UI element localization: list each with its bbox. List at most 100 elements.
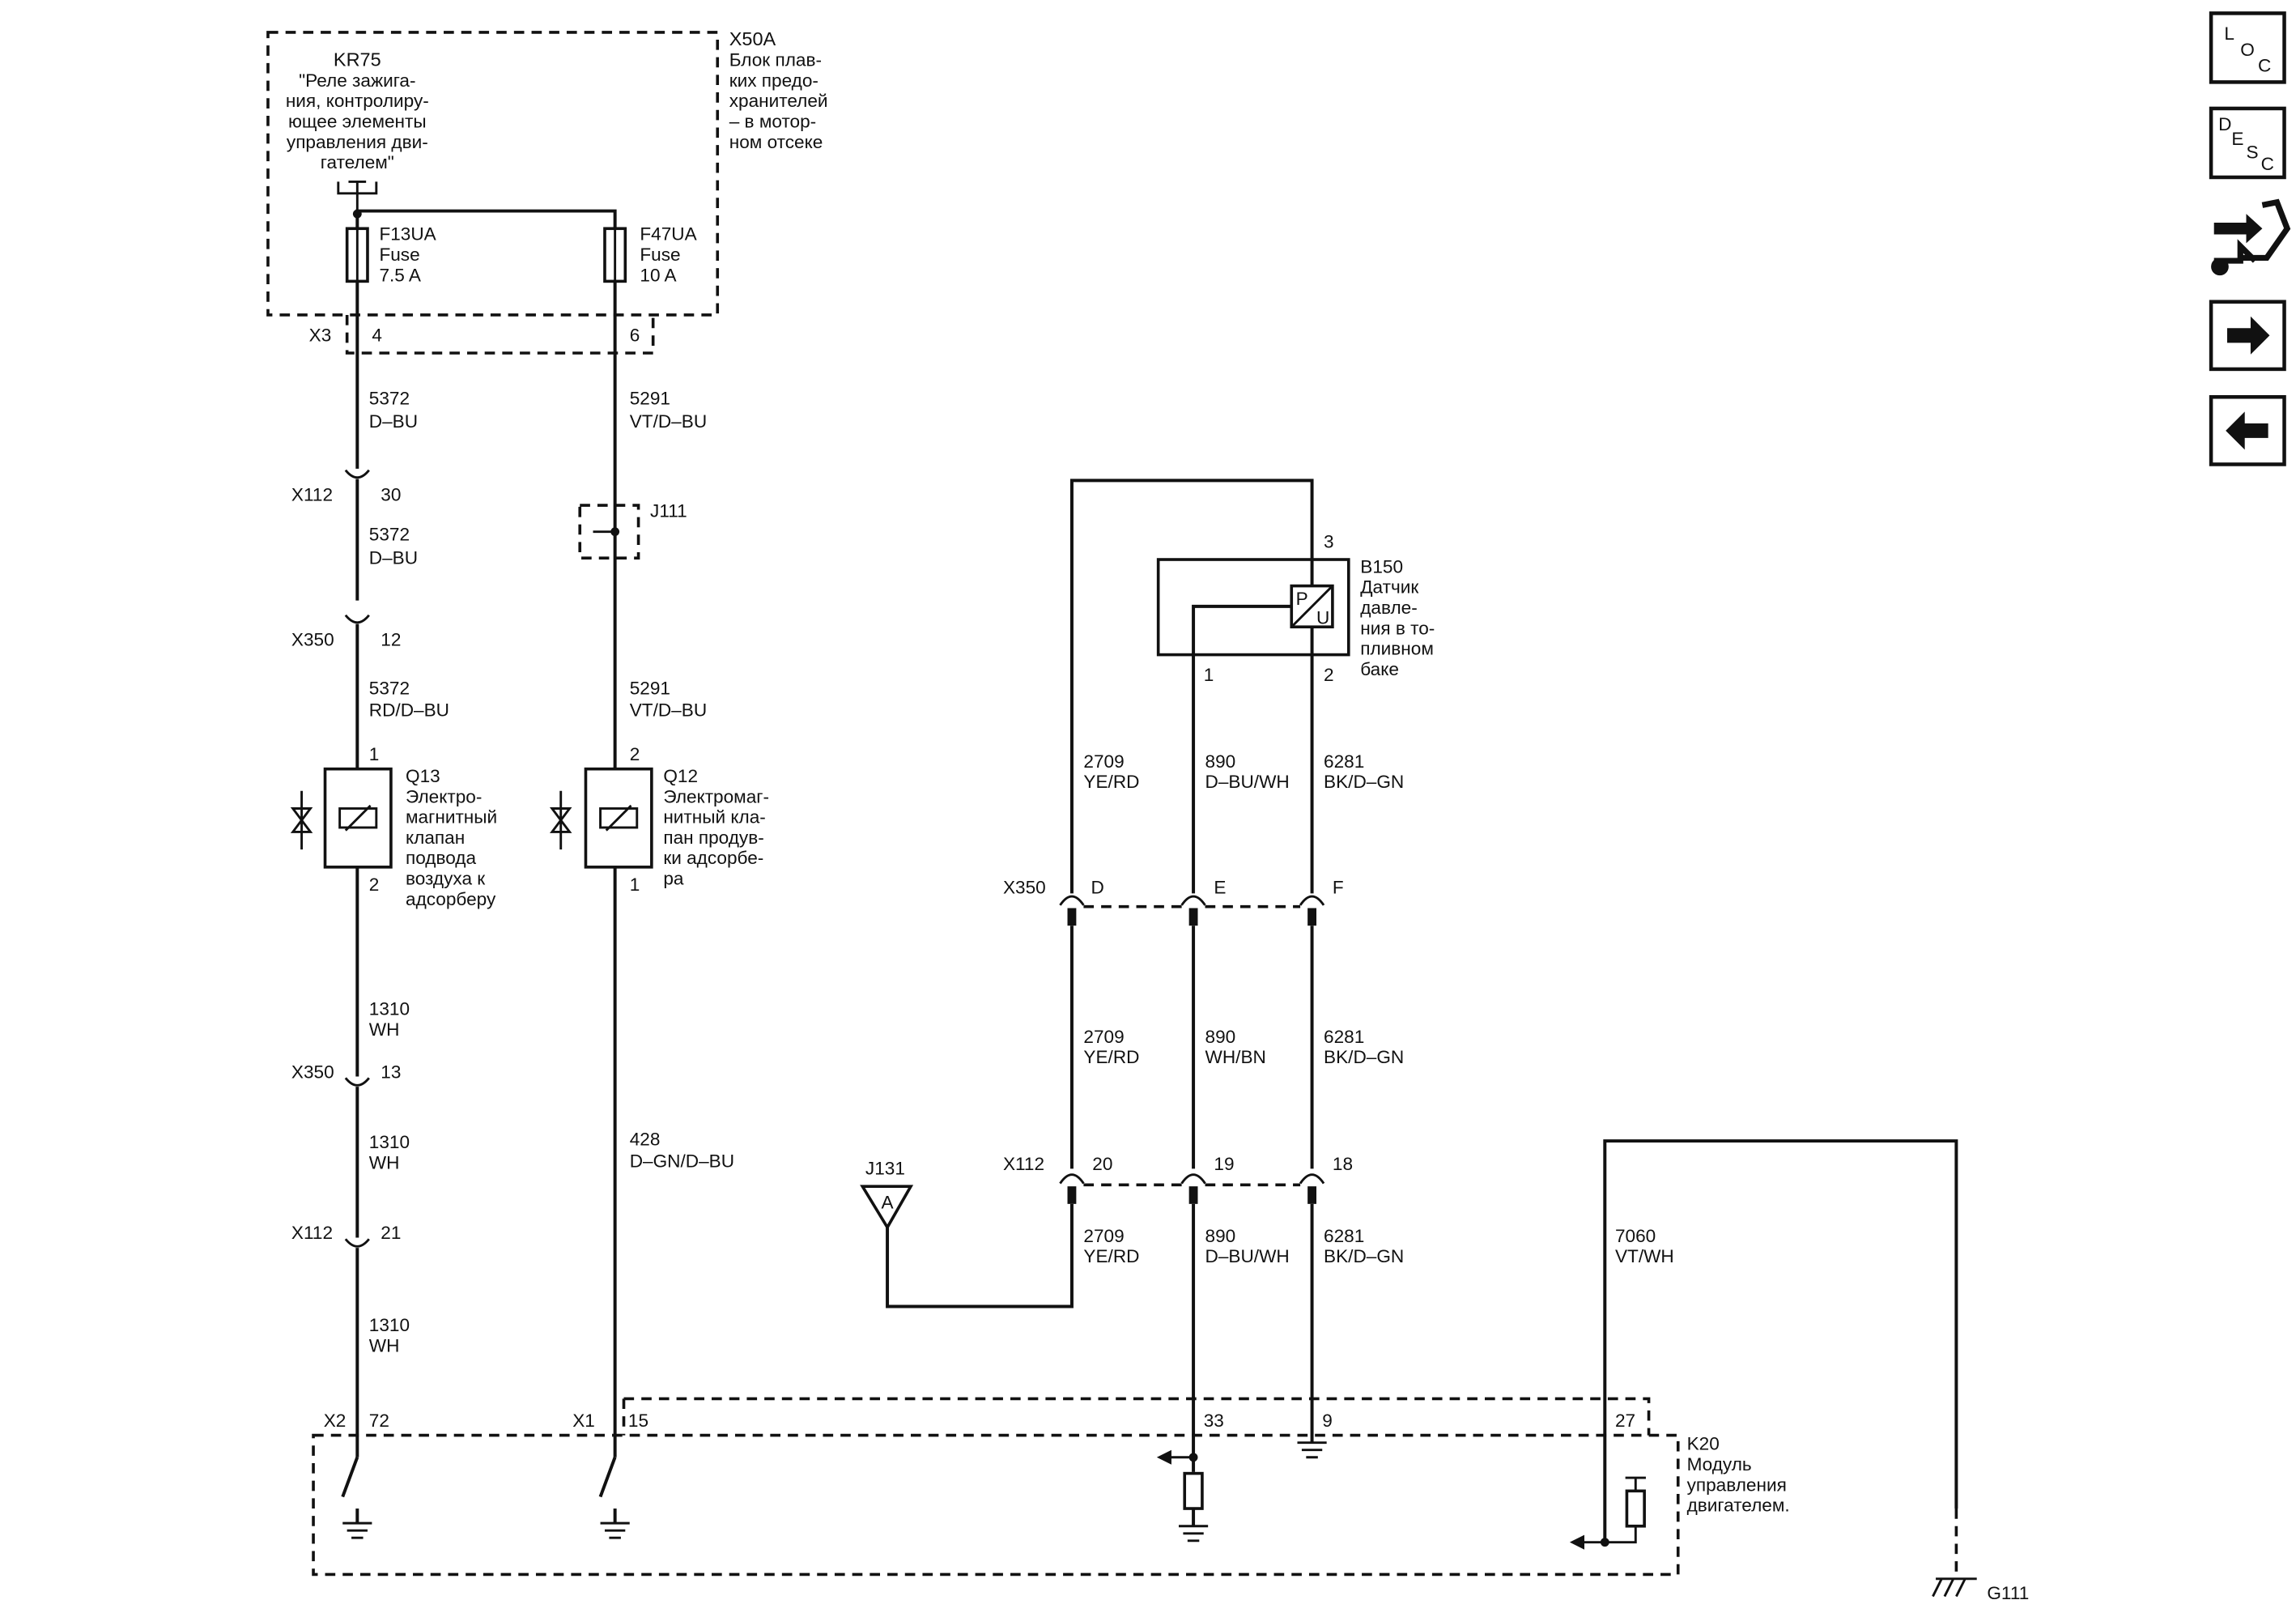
ecm-desc-line: Модуль bbox=[1687, 1454, 1752, 1474]
sensor-pin: 2 bbox=[1324, 665, 1334, 685]
connector-pin: E bbox=[1214, 877, 1226, 897]
relay-desc-line: ющее элементы bbox=[288, 111, 427, 131]
ecm-desc-line: двигателем. bbox=[1687, 1496, 1790, 1516]
splice-letter: A bbox=[882, 1192, 895, 1212]
connector-id: X112 bbox=[291, 1223, 333, 1243]
loc-letter: O bbox=[2240, 40, 2255, 60]
connector-pin: 13 bbox=[381, 1062, 401, 1082]
connector-pin: 20 bbox=[1092, 1154, 1112, 1174]
wire-number: 6281 bbox=[1324, 1226, 1364, 1246]
connector-pin: 9 bbox=[1322, 1411, 1333, 1431]
fuse-id: F47UA bbox=[640, 224, 697, 245]
valve-desc-line: ки адсорбе- bbox=[663, 848, 763, 868]
wire-color: WH bbox=[369, 1152, 400, 1172]
desc-letter: E bbox=[2231, 129, 2243, 149]
fuse-block-desc-line: ких предо- bbox=[729, 70, 818, 91]
sensor-id: B150 bbox=[1360, 556, 1403, 577]
wire-number: 1310 bbox=[369, 1132, 410, 1152]
connector-id: X3 bbox=[309, 326, 332, 346]
loc-letter: L bbox=[2224, 23, 2234, 44]
ground-id: G111 bbox=[1987, 1583, 2029, 1603]
wire-number: 5372 bbox=[369, 388, 410, 408]
valve-pin: 1 bbox=[630, 874, 640, 895]
wire-color: D–BU bbox=[369, 411, 418, 432]
valve-desc-line: магнитный bbox=[406, 807, 497, 828]
sensor-u-label: U bbox=[1316, 608, 1329, 628]
valve-desc-line: клапан bbox=[406, 828, 465, 848]
wire-color: D–GN/D–BU bbox=[630, 1151, 734, 1172]
fuse-id: F13UA bbox=[379, 224, 436, 245]
valve-desc-line: воздуха к bbox=[406, 869, 485, 889]
desc-letter: D bbox=[2218, 114, 2231, 134]
connector-pin: F bbox=[1333, 877, 1344, 897]
ecm-id: K20 bbox=[1687, 1434, 1720, 1454]
fuse-f13ua: F13UA Fuse 7.5 A bbox=[345, 224, 437, 285]
ecm-desc-line: управления bbox=[1687, 1474, 1787, 1495]
wire-number: 6281 bbox=[1324, 751, 1364, 772]
sensor-pin: 1 bbox=[1204, 665, 1214, 685]
wire-color: D–BU bbox=[369, 547, 418, 568]
desc-button[interactable]: D E S C bbox=[2209, 106, 2286, 180]
prev-arrow-button[interactable] bbox=[2209, 395, 2286, 466]
wire-color: BK/D–GN bbox=[1324, 1047, 1404, 1067]
valve-desc-line: подвода bbox=[406, 848, 476, 868]
wire-number: 2709 bbox=[1083, 1027, 1124, 1047]
connector-pin: 21 bbox=[381, 1223, 401, 1243]
wire-number: 5372 bbox=[369, 678, 410, 698]
wire-color: WH bbox=[369, 1336, 400, 1356]
fuse-block-id: X50A bbox=[729, 28, 776, 49]
relay-desc-line: ния, контролиру- bbox=[286, 91, 429, 111]
valve-desc-line: ра bbox=[663, 869, 684, 889]
wire-number: 7060 bbox=[1615, 1226, 1656, 1246]
wire-number: 1310 bbox=[369, 999, 410, 1019]
sensor-pin: 3 bbox=[1324, 532, 1334, 552]
wire-color: YE/RD bbox=[1083, 1047, 1139, 1067]
sensor-desc-line: давле- bbox=[1360, 598, 1418, 618]
valve-q12: 2 1 Q12 Электромаг- нитный кла- пан прод… bbox=[549, 744, 769, 895]
wire-color: YE/RD bbox=[1083, 1246, 1139, 1266]
relay-id: KR75 bbox=[334, 49, 381, 70]
repair-tools-icon[interactable] bbox=[2211, 198, 2291, 276]
desc-letter: S bbox=[2247, 142, 2259, 162]
sensor-p-label: P bbox=[1296, 589, 1308, 609]
ground-g111: G111 bbox=[1932, 1577, 2029, 1603]
arrow-left-icon bbox=[2226, 411, 2268, 450]
sensor-desc-line: Датчик bbox=[1360, 577, 1418, 598]
splice-j131: J131 A bbox=[860, 1159, 1074, 1308]
next-arrow-button[interactable] bbox=[2209, 300, 2286, 372]
circuit-b150: 3 P U B150 Датчик давле- ния в то- пливн… bbox=[860, 479, 1435, 1543]
fuse-block-desc-line: хранителей bbox=[729, 91, 828, 111]
splice-j111: J111 bbox=[578, 501, 687, 560]
fuse-block-desc-line: Блок плав- bbox=[729, 50, 822, 70]
connector-pin: D bbox=[1091, 877, 1103, 897]
connector-x112-right: X112 20 19 18 bbox=[1003, 1154, 1353, 1204]
loc-button[interactable]: L O C bbox=[2209, 11, 2286, 84]
connector-id: X112 bbox=[1003, 1154, 1044, 1174]
wire-number: 5291 bbox=[630, 388, 670, 408]
connector-pin: 4 bbox=[372, 326, 382, 346]
valve-q13: 1 2 Q13 Электро- магнитный клапан подвод… bbox=[290, 744, 497, 909]
fuse-block-desc-line: ном отсеке bbox=[729, 132, 823, 152]
wire-color: BK/D–GN bbox=[1324, 1246, 1404, 1266]
valve-desc-line: адсорберу bbox=[406, 889, 496, 909]
wire-color: VT/WH bbox=[1615, 1246, 1674, 1266]
connector-pin: 33 bbox=[1204, 1411, 1224, 1431]
sensor-desc-line: баке bbox=[1360, 659, 1399, 679]
valve-desc-line: Электромаг- bbox=[663, 786, 769, 806]
relay-desc-line: гателем" bbox=[321, 152, 394, 172]
wire-number: 5291 bbox=[630, 678, 670, 698]
circuit-7060: 7060 VT/WH 27 G111 bbox=[1569, 1139, 2029, 1603]
wire-number: 428 bbox=[630, 1129, 661, 1149]
connector-pin: 12 bbox=[381, 630, 401, 650]
wire-color: RD/D–BU bbox=[369, 700, 449, 721]
wire-number: 890 bbox=[1205, 1226, 1236, 1246]
wire-color: D–BU/WH bbox=[1205, 772, 1290, 792]
connector-id: X350 bbox=[291, 1062, 334, 1082]
wire-color: WH/BN bbox=[1205, 1047, 1266, 1067]
valve-desc-line: пан продув- bbox=[663, 828, 763, 848]
wire-number: 890 bbox=[1205, 1027, 1236, 1047]
connector-pin: 6 bbox=[630, 326, 640, 346]
connector-x350-def: X350 D E F bbox=[1003, 877, 1344, 926]
relay-desc-line: "Реле зажига- bbox=[299, 70, 415, 91]
